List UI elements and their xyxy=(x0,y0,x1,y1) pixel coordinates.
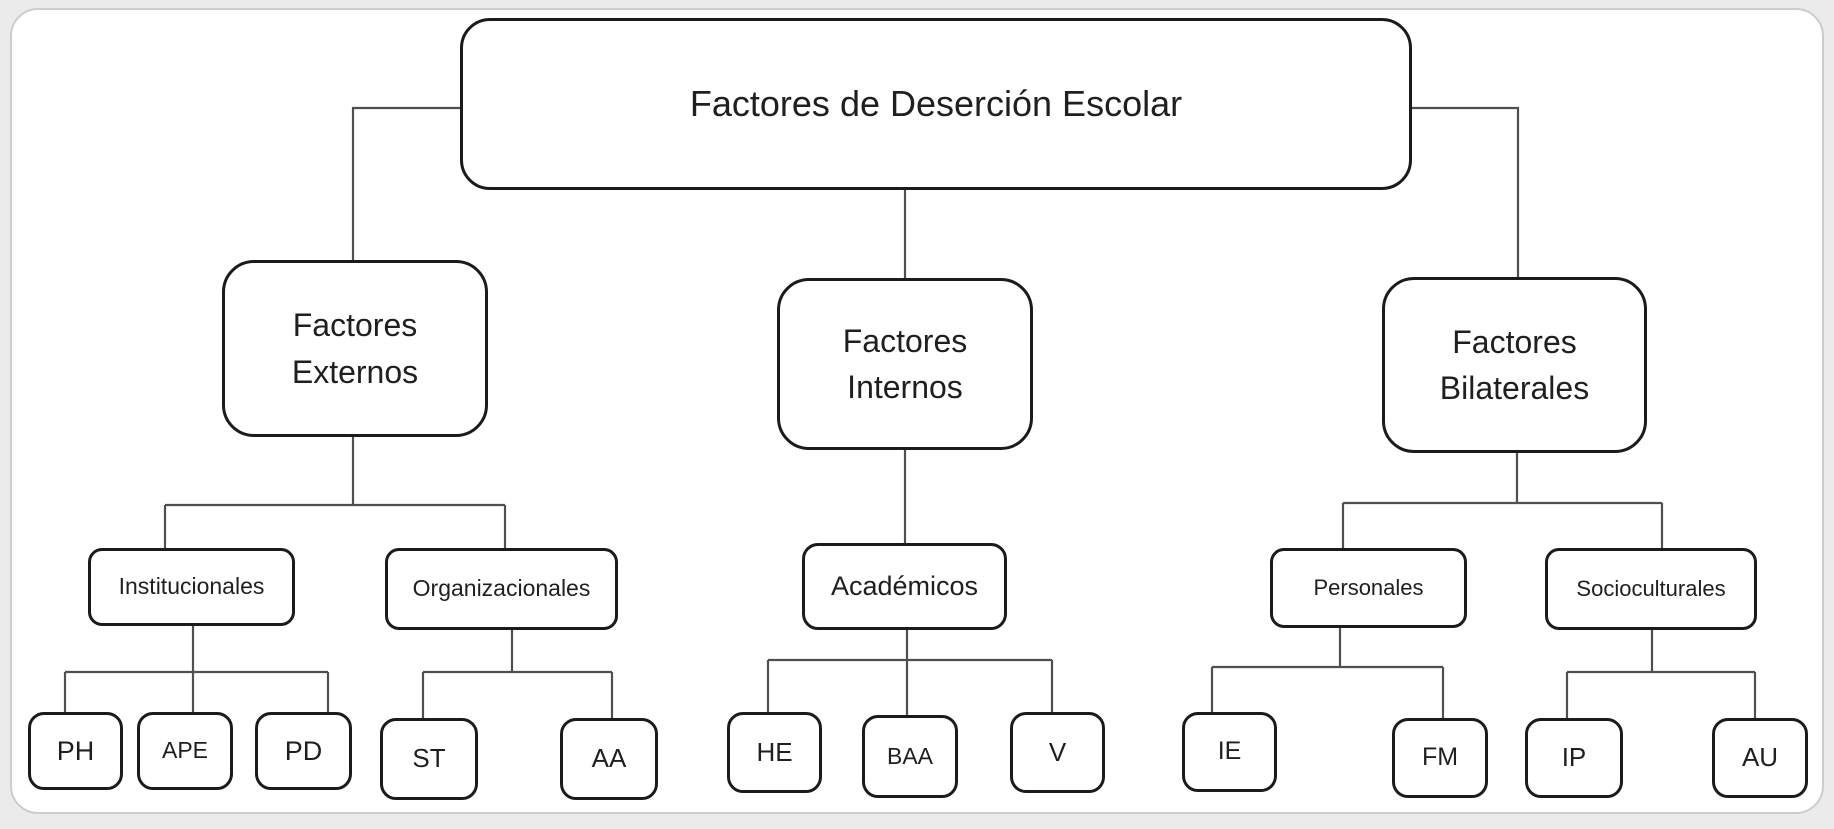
node-factores-bilaterales: Factores Bilaterales xyxy=(1382,277,1647,453)
node-organizacionales: Organizacionales xyxy=(385,548,618,630)
node-v: V xyxy=(1010,712,1105,793)
node-baa: BAA xyxy=(862,715,958,798)
node-factores-internos: Factores Internos xyxy=(777,278,1033,450)
node-ape: APE xyxy=(137,712,233,790)
node-institucionales: Institucionales xyxy=(88,548,295,626)
node-factores-externos: Factores Externos xyxy=(222,260,488,437)
node-ie: IE xyxy=(1182,712,1277,792)
node-ph: PH xyxy=(28,712,123,790)
node-academicos: Académicos xyxy=(802,543,1007,630)
node-personales: Personales xyxy=(1270,548,1467,628)
node-aa: AA xyxy=(560,718,658,800)
node-root: Factores de Deserción Escolar xyxy=(460,18,1412,190)
node-pd: PD xyxy=(255,712,352,790)
node-fm: FM xyxy=(1392,718,1488,798)
node-he: HE xyxy=(727,712,822,793)
node-st: ST xyxy=(380,718,478,800)
node-ip: IP xyxy=(1525,718,1623,798)
node-socioculturales: Socioculturales xyxy=(1545,548,1757,630)
node-au: AU xyxy=(1712,718,1808,798)
